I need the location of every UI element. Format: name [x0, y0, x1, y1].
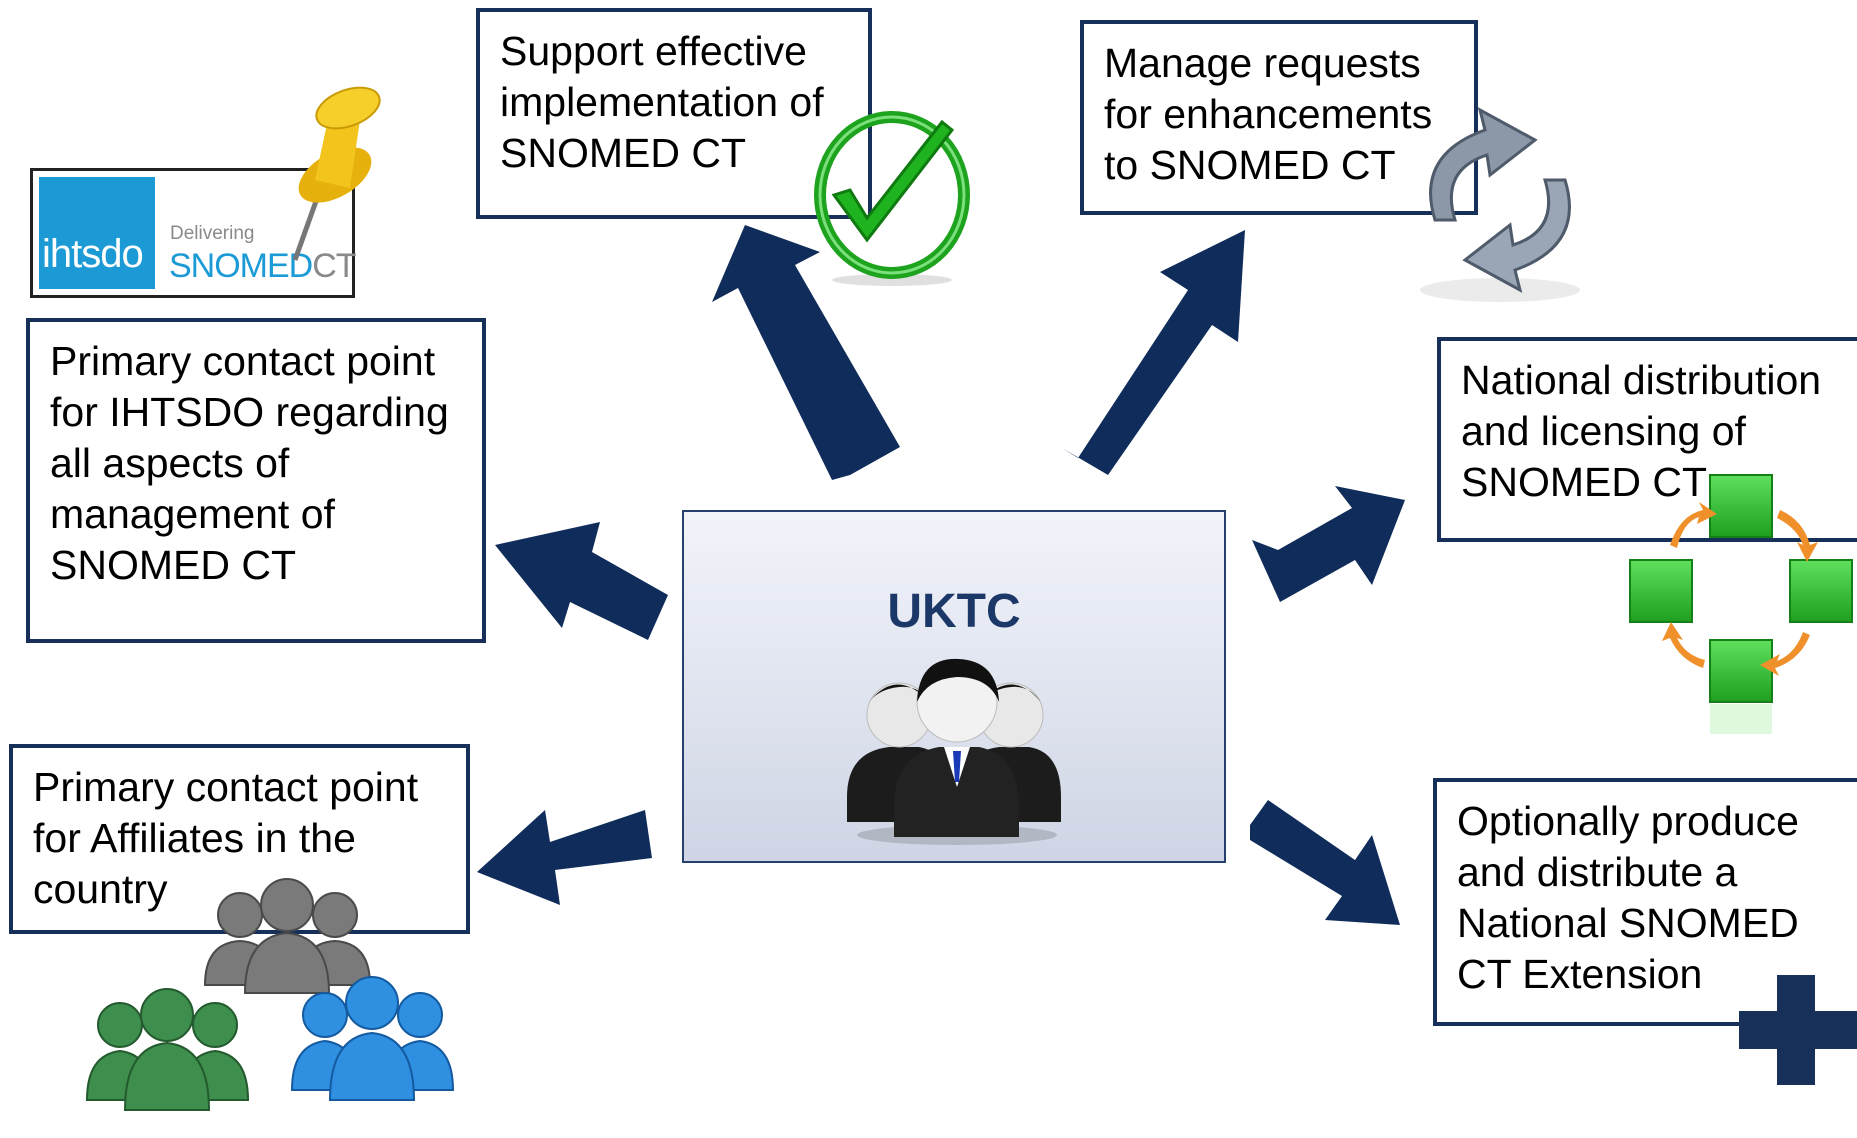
- cube-cycle-icon: [1629, 474, 1853, 734]
- box-affiliates: Primary contact point for Affiliates in …: [9, 744, 470, 934]
- logo-delivering-text: Delivering: [170, 223, 255, 244]
- arrow-to-contact-ihtsdo: [495, 522, 668, 640]
- cycle-arrows-icon: [1420, 107, 1580, 302]
- center-uktc-panel: UKTC: [682, 510, 1226, 863]
- people-group-icon: [85, 878, 455, 1111]
- box-enhancements: Manage requests for enhancements to SNOM…: [1080, 20, 1478, 215]
- arrow-to-enhancements: [1062, 230, 1245, 475]
- business-team-icon: [847, 658, 1061, 845]
- ihtsdo-logo-text: ihtsdo: [42, 232, 144, 276]
- plus-icon: [1739, 975, 1857, 1085]
- arrow-to-distribution: [1252, 486, 1405, 602]
- ihtsdo-logo-mark: ihtsdo: [39, 177, 155, 289]
- center-title: UKTC: [887, 585, 1021, 638]
- arrow-to-extension: [1250, 800, 1400, 925]
- box-implementation: Support effective implementation of SNOM…: [476, 8, 872, 219]
- box-affiliates-text: Primary contact point for Affiliates in …: [33, 764, 419, 912]
- arrow-to-implementation: [712, 225, 900, 480]
- box-distribution-text: National distribution and licensing of S…: [1461, 357, 1822, 505]
- pushpin-icon: [292, 86, 381, 261]
- logo-snomed-text: SNOMEDCT: [169, 247, 357, 286]
- box-implementation-text: Support effective implementation of SNOM…: [500, 28, 824, 176]
- checkmark-icon: [814, 111, 970, 286]
- box-contact-ihtsdo: Primary contact point for IHTSDO regardi…: [26, 318, 486, 643]
- box-extension-text: Optionally produce and distribute a Nati…: [1457, 798, 1799, 997]
- box-extension: Optionally produce and distribute a Nati…: [1433, 778, 1857, 1026]
- box-contact-ihtsdo-text: Primary contact point for IHTSDO regardi…: [50, 338, 449, 588]
- logo-brand: SNOMED: [169, 247, 313, 285]
- arrow-to-affiliates: [477, 810, 652, 905]
- logo-brand-suffix: CT: [312, 247, 356, 285]
- box-enhancements-text: Manage requests for enhancements to SNOM…: [1104, 40, 1433, 188]
- box-distribution: National distribution and licensing of S…: [1437, 337, 1857, 542]
